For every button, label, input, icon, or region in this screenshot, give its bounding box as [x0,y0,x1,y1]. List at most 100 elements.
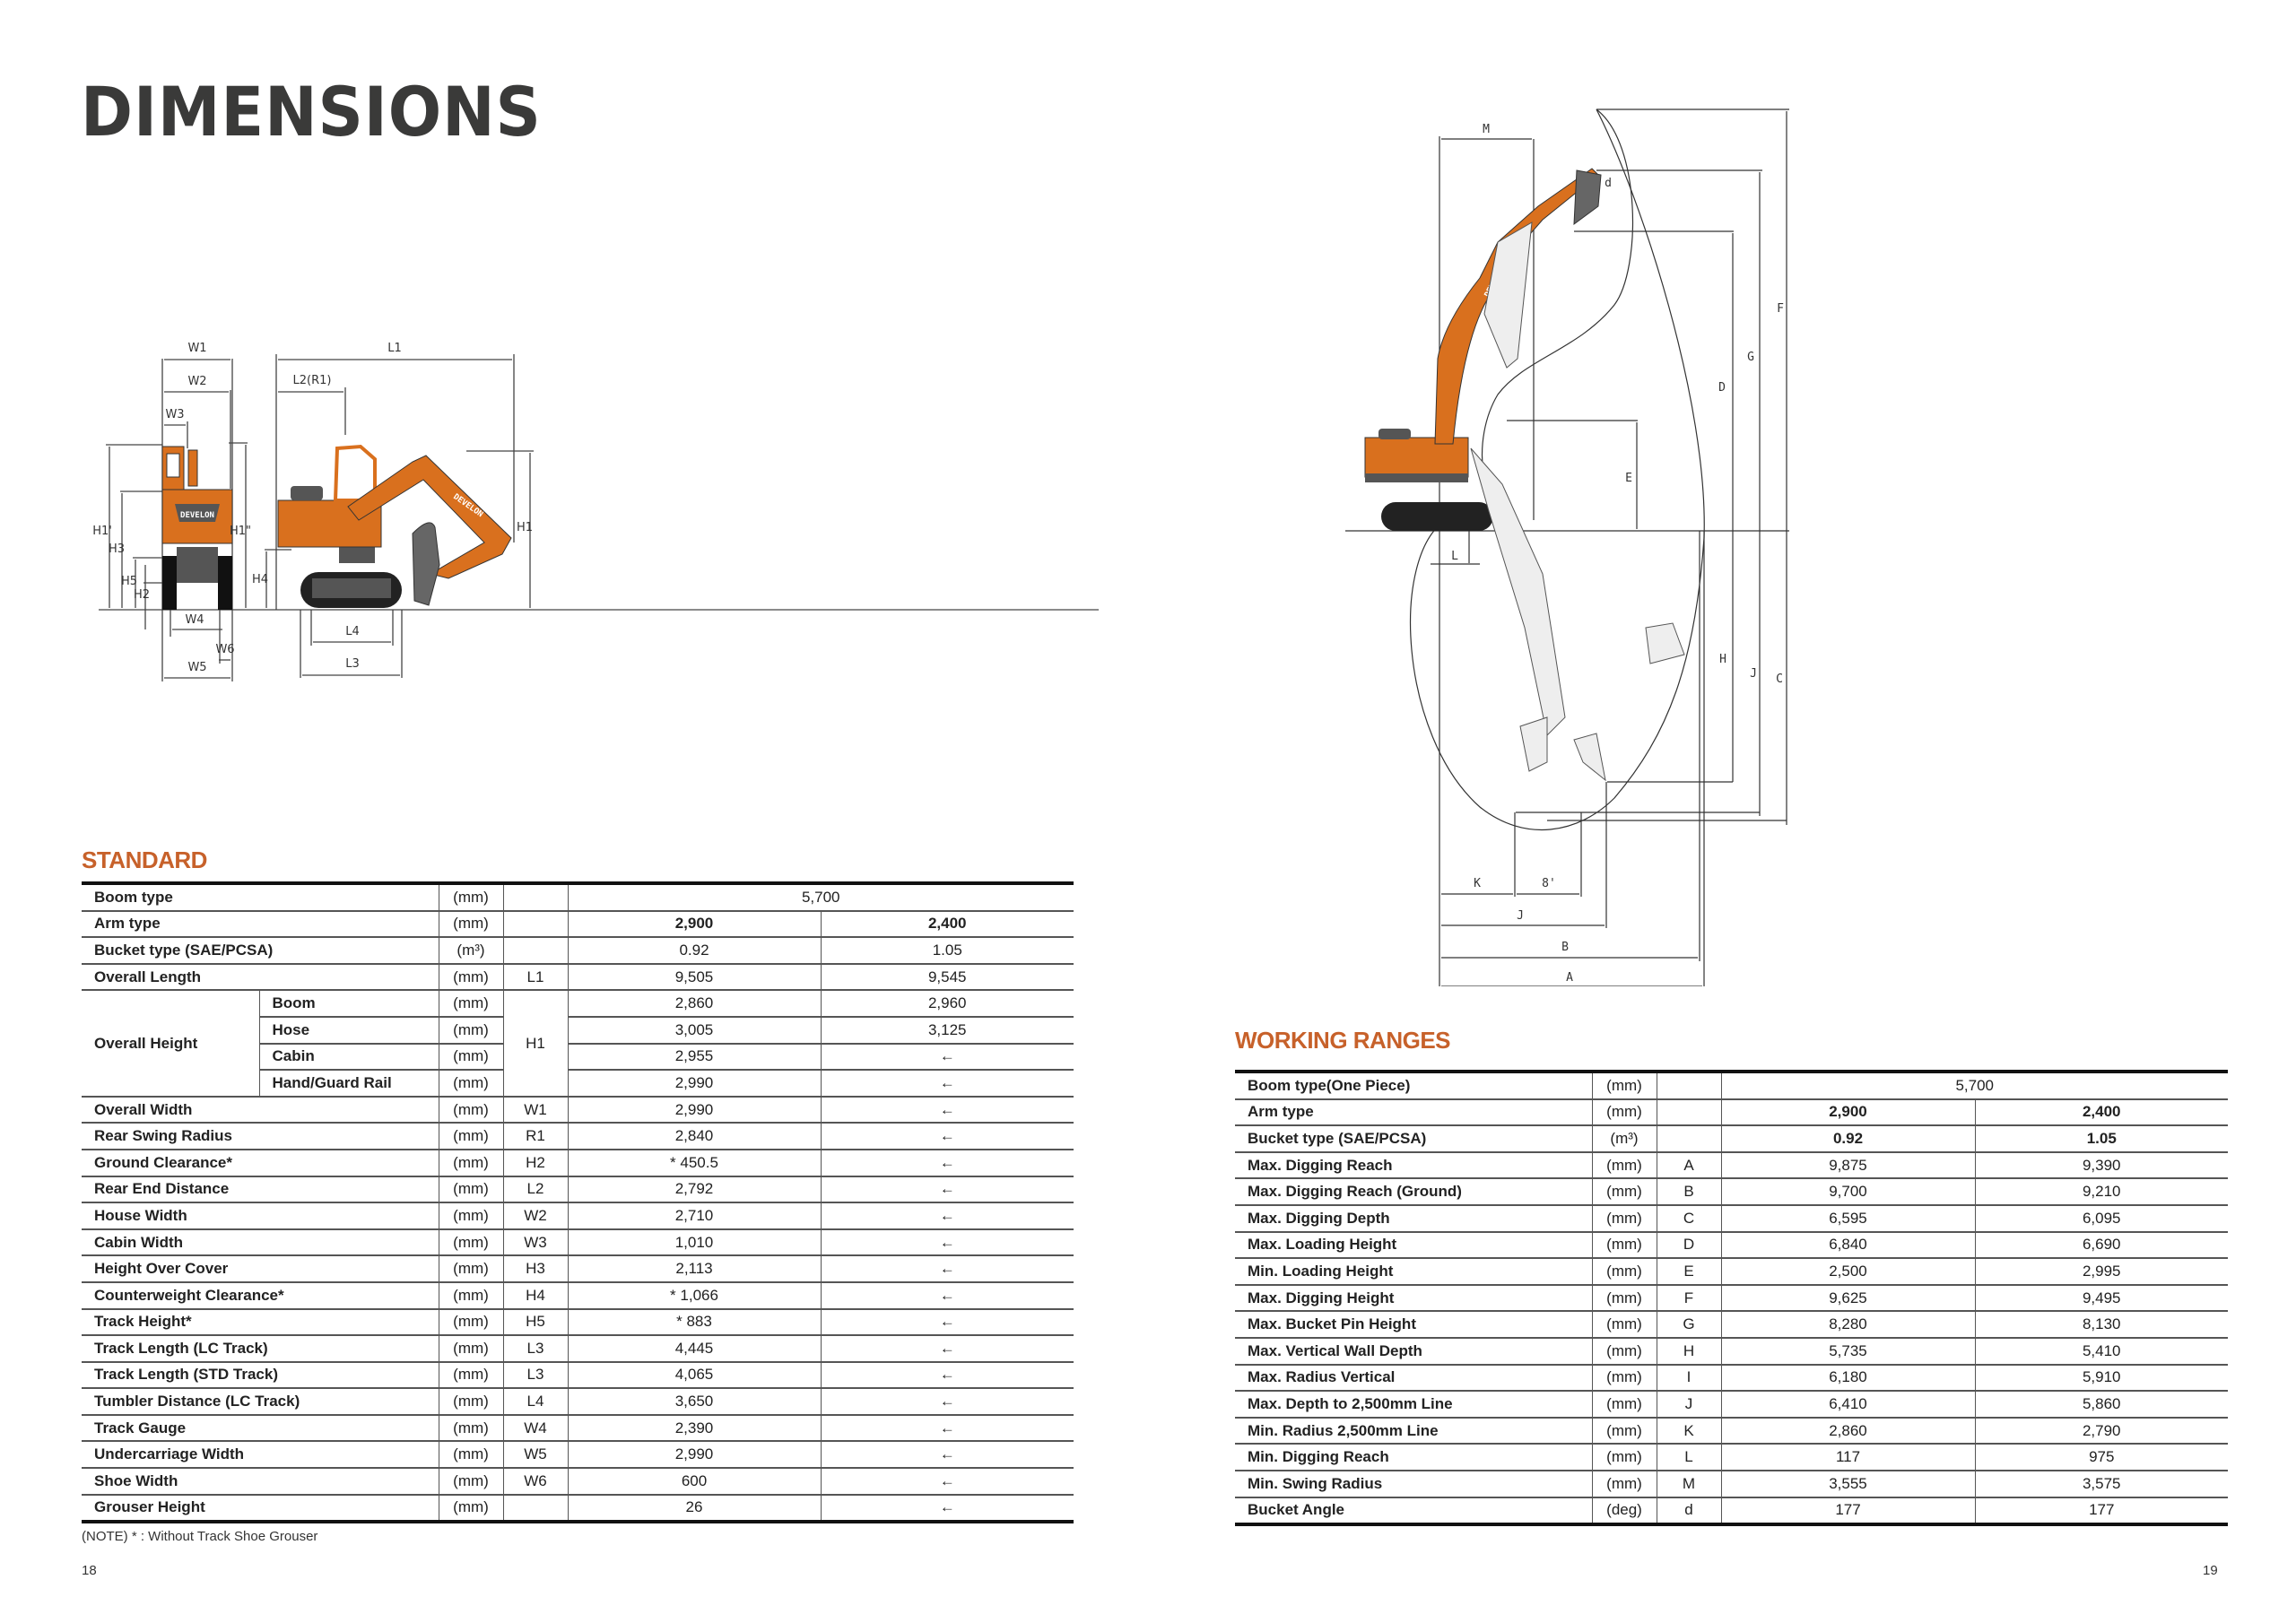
row-unit: (mm) [1591,1444,1657,1471]
row-code: L2 [502,1176,568,1204]
row-value-b: ← [820,1202,1074,1230]
row-value-b: ← [820,1441,1074,1470]
table-row: Hand/Guard Rail (mm) 2,990 ← [82,1070,1074,1098]
row-code: L3 [502,1361,568,1390]
row-unit: (mm) [1591,1098,1657,1127]
dim-label-w4: W4 [185,613,204,627]
row-value-b: 2,995 [1974,1258,2228,1286]
row-code: H4 [502,1281,568,1310]
standard-spec-table: Boom type (mm) 5,700 Arm type (mm) 2,900… [82,881,1074,1524]
row-unit: (mm) [438,1441,503,1470]
dim-label-w1: W1 [187,342,206,355]
table-row: Bucket type (SAE/PCSA) (m³) 0.92 1.05 [1235,1125,2228,1153]
row-value-a: 4,445 [567,1335,821,1363]
dim-label-w6: W6 [215,643,234,656]
table-row: Grouser Height(mm)26← [82,1494,1074,1524]
row-sublabel: Hose [258,1016,439,1045]
row-unit: (mm) [438,1202,503,1230]
table-row: Boom type (mm) 5,700 [82,881,1074,912]
dim-label-l3: L3 [345,657,360,671]
row-code: L1 [502,963,568,992]
row-value-a: 9,700 [1720,1178,1975,1206]
row-code: L3 [502,1335,568,1363]
row-value-b: 5,410 [1974,1337,2228,1366]
row-value-b: 1.05 [1974,1125,2228,1153]
range-label-b: B [1561,941,1569,954]
row-value-b: ← [820,1228,1074,1257]
page-number-right: 19 [2203,1563,2218,1578]
row-value-b: ← [820,1255,1074,1283]
row-value-b: 1.05 [820,937,1074,965]
row-code: C [1656,1204,1721,1233]
row-value-b: 975 [1974,1444,2228,1471]
row-label: Min. Radius 2,500mm Line [1235,1417,1592,1445]
working-ranges-section-title: WORKING RANGES [1235,1027,1451,1054]
table-row: Overall Length (mm) L1 9,505 9,545 [82,963,1074,992]
range-label-d-angle: d [1605,177,1612,190]
row-sublabel: Boom [258,990,439,1018]
row-value-b: 2,790 [1974,1417,2228,1445]
table-row: Arm type (mm) 2,900 2,400 [1235,1098,2228,1127]
row-code: G [1656,1311,1721,1339]
row-code [502,1494,568,1524]
table-note: (NOTE) * : Without Track Shoe Grouser [82,1529,318,1544]
row-unit: (mm) [1591,1364,1657,1393]
row-label: Bucket type (SAE/PCSA) [1235,1125,1592,1153]
row-value-a: 2,900 [1720,1098,1975,1127]
row-value-a: 2,990 [567,1441,821,1470]
row-unit: (mm) [1591,1178,1657,1206]
row-value-a: 6,595 [1720,1204,1975,1233]
row-value-b: ← [820,1149,1074,1177]
range-label-k: K [1474,877,1481,890]
row-value-b: ← [820,1361,1074,1390]
table-row: Arm type (mm) 2,900 2,400 [82,910,1074,939]
range-label-j-vertical: J [1750,667,1757,681]
row-unit: (mm) [1591,1258,1657,1286]
row-value-a: 2,710 [567,1202,821,1230]
range-label-m: M [1483,123,1490,136]
row-value-b: ← [820,1414,1074,1443]
row-unit: (mm) [438,910,503,939]
row-code: J [1656,1391,1721,1419]
row-value-a: * 1,066 [567,1281,821,1310]
row-unit: (mm) [1591,1204,1657,1233]
row-label: Min. Digging Reach [1235,1444,1592,1471]
row-label: Min. Swing Radius [1235,1470,1592,1498]
working-range-diagram: DEVELON M d F G D E L H J C K 8' J B A [1345,108,1789,986]
page-number-left: 18 [82,1563,97,1578]
row-value-a: 8,280 [1720,1311,1975,1339]
dim-label-l1: L1 [387,342,402,355]
row-value-b: 9,390 [1974,1151,2228,1180]
row-value-b: 3,125 [820,1016,1074,1045]
row-unit: (mm) [1591,1231,1657,1260]
dim-label-h3: H3 [109,542,125,556]
row-value-b: 6,690 [1974,1231,2228,1260]
row-value-a: 6,410 [1720,1391,1975,1419]
row-sublabel: Cabin [258,1043,439,1072]
row-unit: (mm) [1591,1284,1657,1313]
row-label: Counterweight Clearance* [82,1281,439,1310]
range-label-d: D [1718,381,1726,395]
dim-label-l4: L4 [345,625,360,638]
row-value-b: ← [820,1070,1074,1098]
row-code: H [1656,1337,1721,1366]
row-unit: (mm) [1591,1417,1657,1445]
row-code: W6 [502,1468,568,1496]
row-value-a: 9,875 [1720,1151,1975,1180]
row-value-a: 2,955 [567,1043,821,1072]
row-code: K [1656,1417,1721,1445]
row-unit: (mm) [438,1070,503,1098]
row-value: 5,700 [567,881,1074,912]
row-label: Track Length (STD Track) [82,1361,439,1390]
row-value-b: 9,210 [1974,1178,2228,1206]
row-label: Boom type [82,881,439,912]
row-label: Rear Swing Radius [82,1123,439,1150]
row-value-a: 2,792 [567,1176,821,1204]
